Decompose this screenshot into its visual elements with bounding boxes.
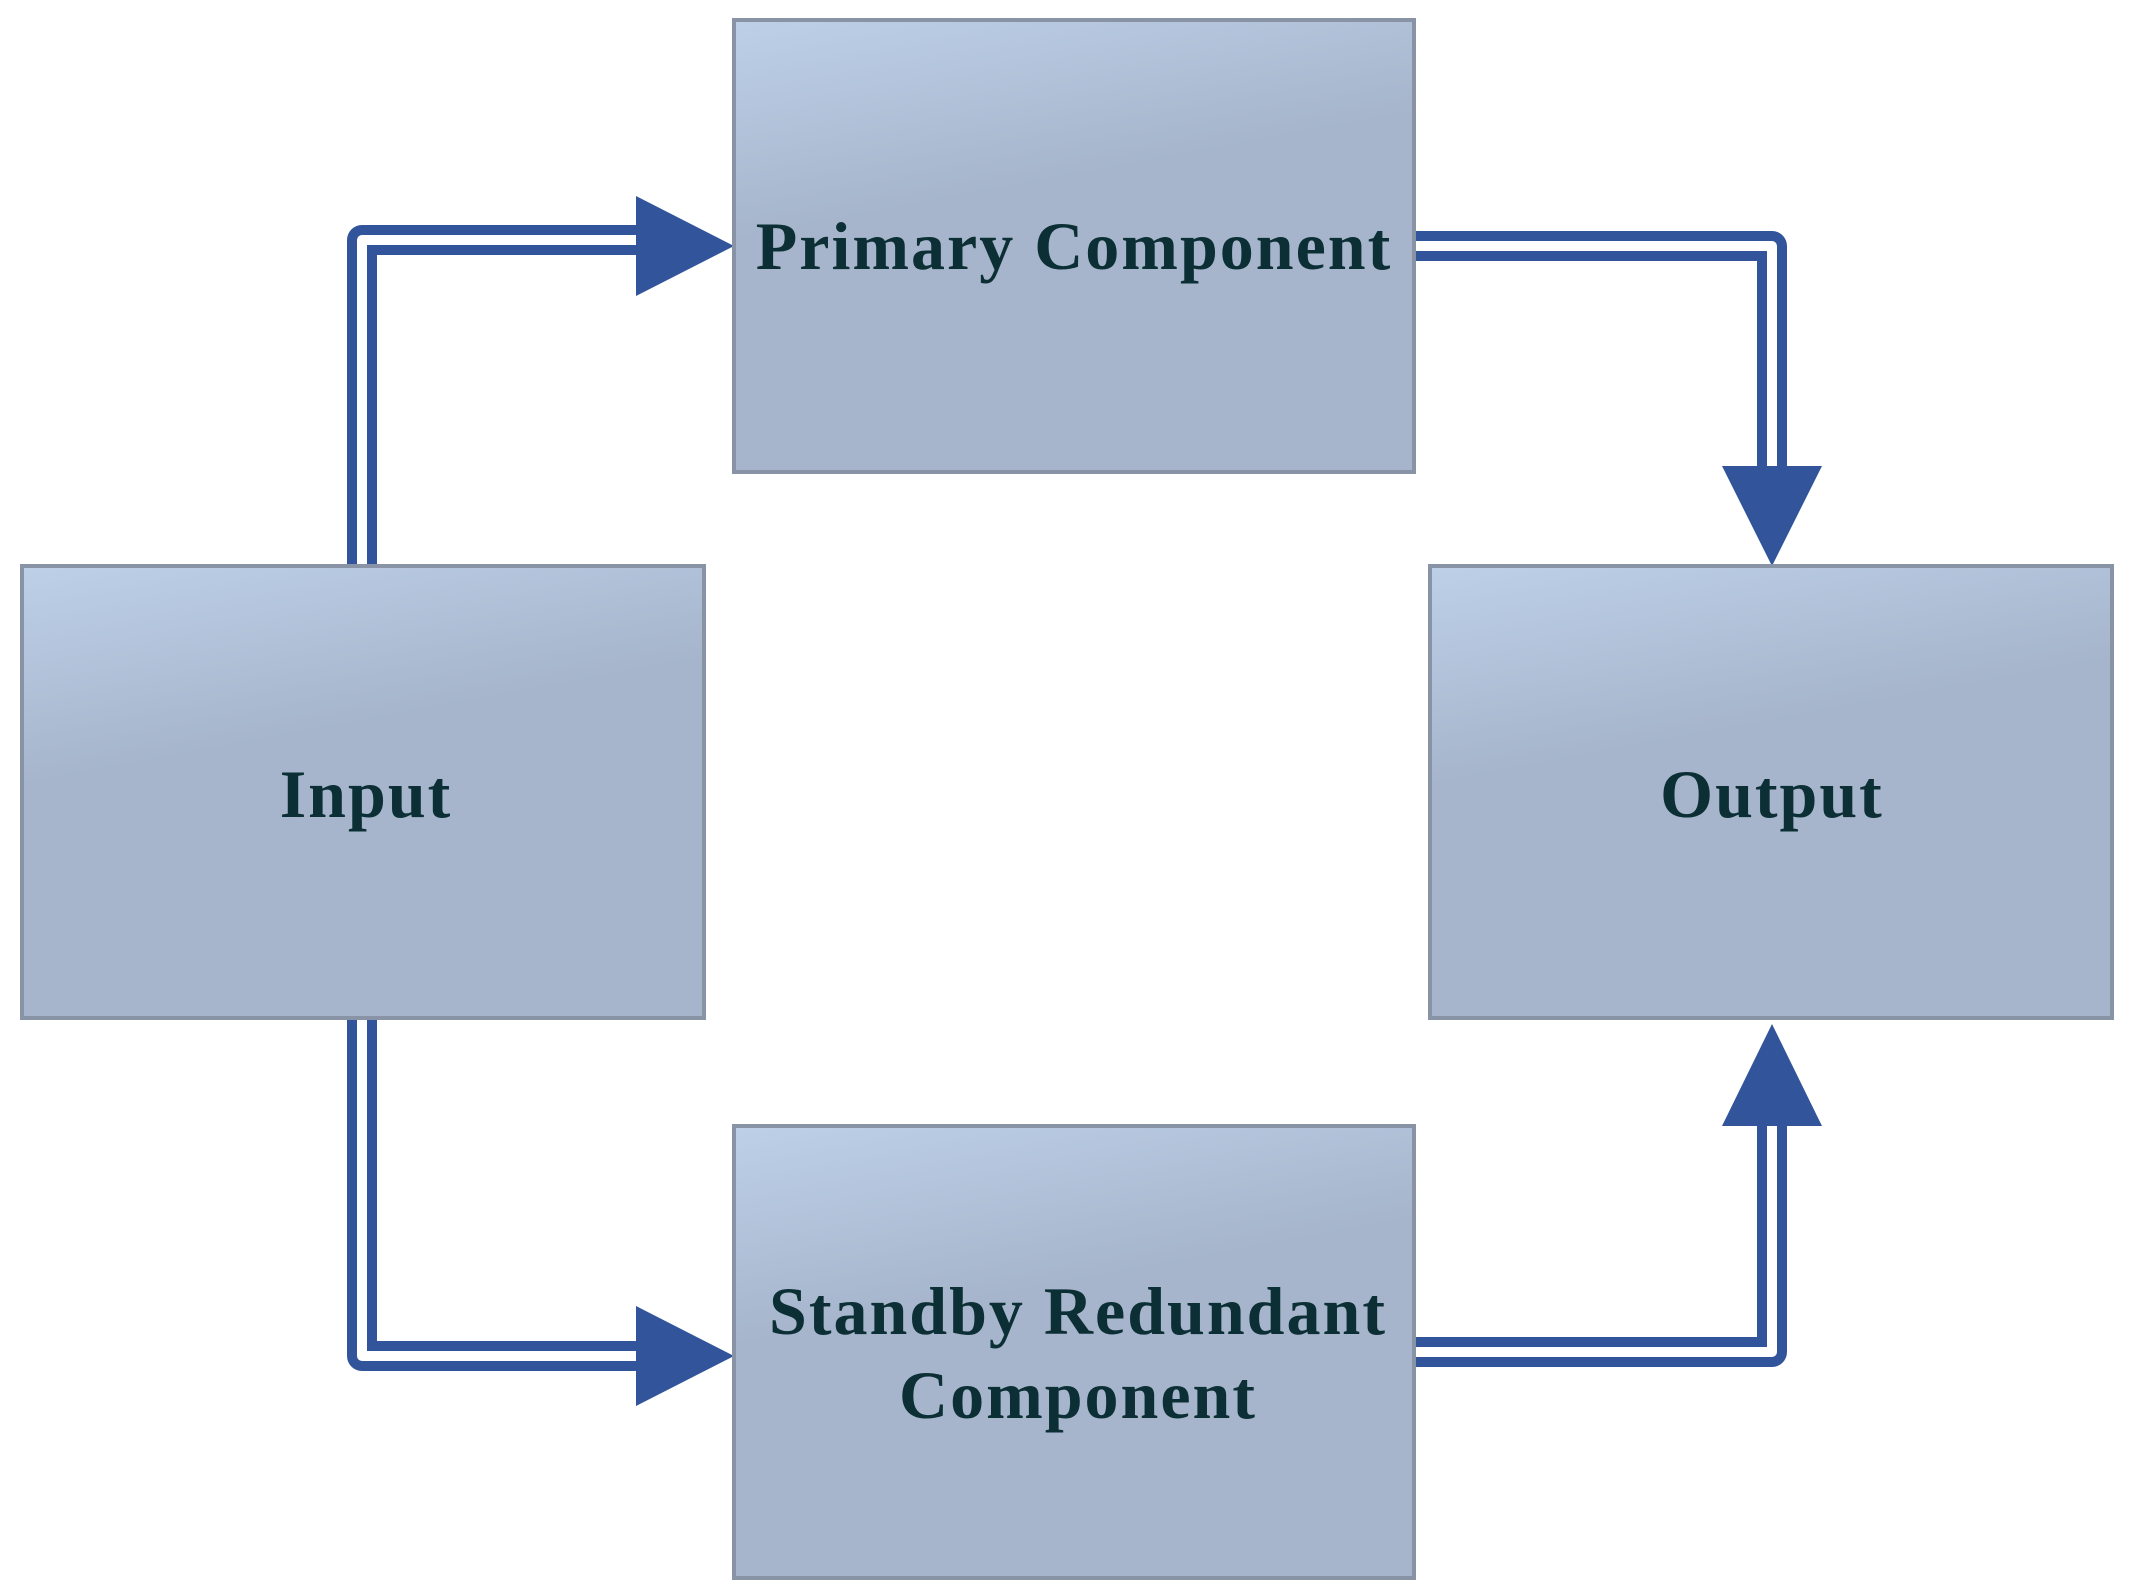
- arrow-input-to-standby: [347, 999, 734, 1406]
- node-box: [732, 18, 1416, 474]
- node-box: [20, 564, 706, 1020]
- arrowhead: [1722, 1024, 1822, 1126]
- arrowhead: [636, 196, 734, 296]
- arrow-primary-to-output: [1399, 231, 1822, 566]
- arrowhead: [1722, 466, 1822, 566]
- node-standby-redundant-component: Standby Redundant Component: [732, 1124, 1416, 1580]
- node-label-line1: Standby Redundant: [769, 1273, 1387, 1349]
- arrowhead: [636, 1306, 734, 1406]
- arrow-standby-to-output: [1399, 1024, 1822, 1367]
- node-output: Output: [1428, 564, 2114, 1020]
- node-label-line2: Component: [899, 1357, 1257, 1433]
- node-input: Input: [20, 564, 706, 1020]
- node-box: [732, 1124, 1416, 1580]
- connectors: [347, 196, 1822, 1406]
- arrow-input-to-primary: [347, 196, 734, 587]
- node-label: Output: [1660, 756, 1884, 832]
- node-box: [1428, 564, 2114, 1020]
- node-label: Input: [280, 756, 453, 832]
- node-primary-component: Primary Component: [732, 18, 1416, 474]
- node-label: Primary Component: [756, 208, 1392, 284]
